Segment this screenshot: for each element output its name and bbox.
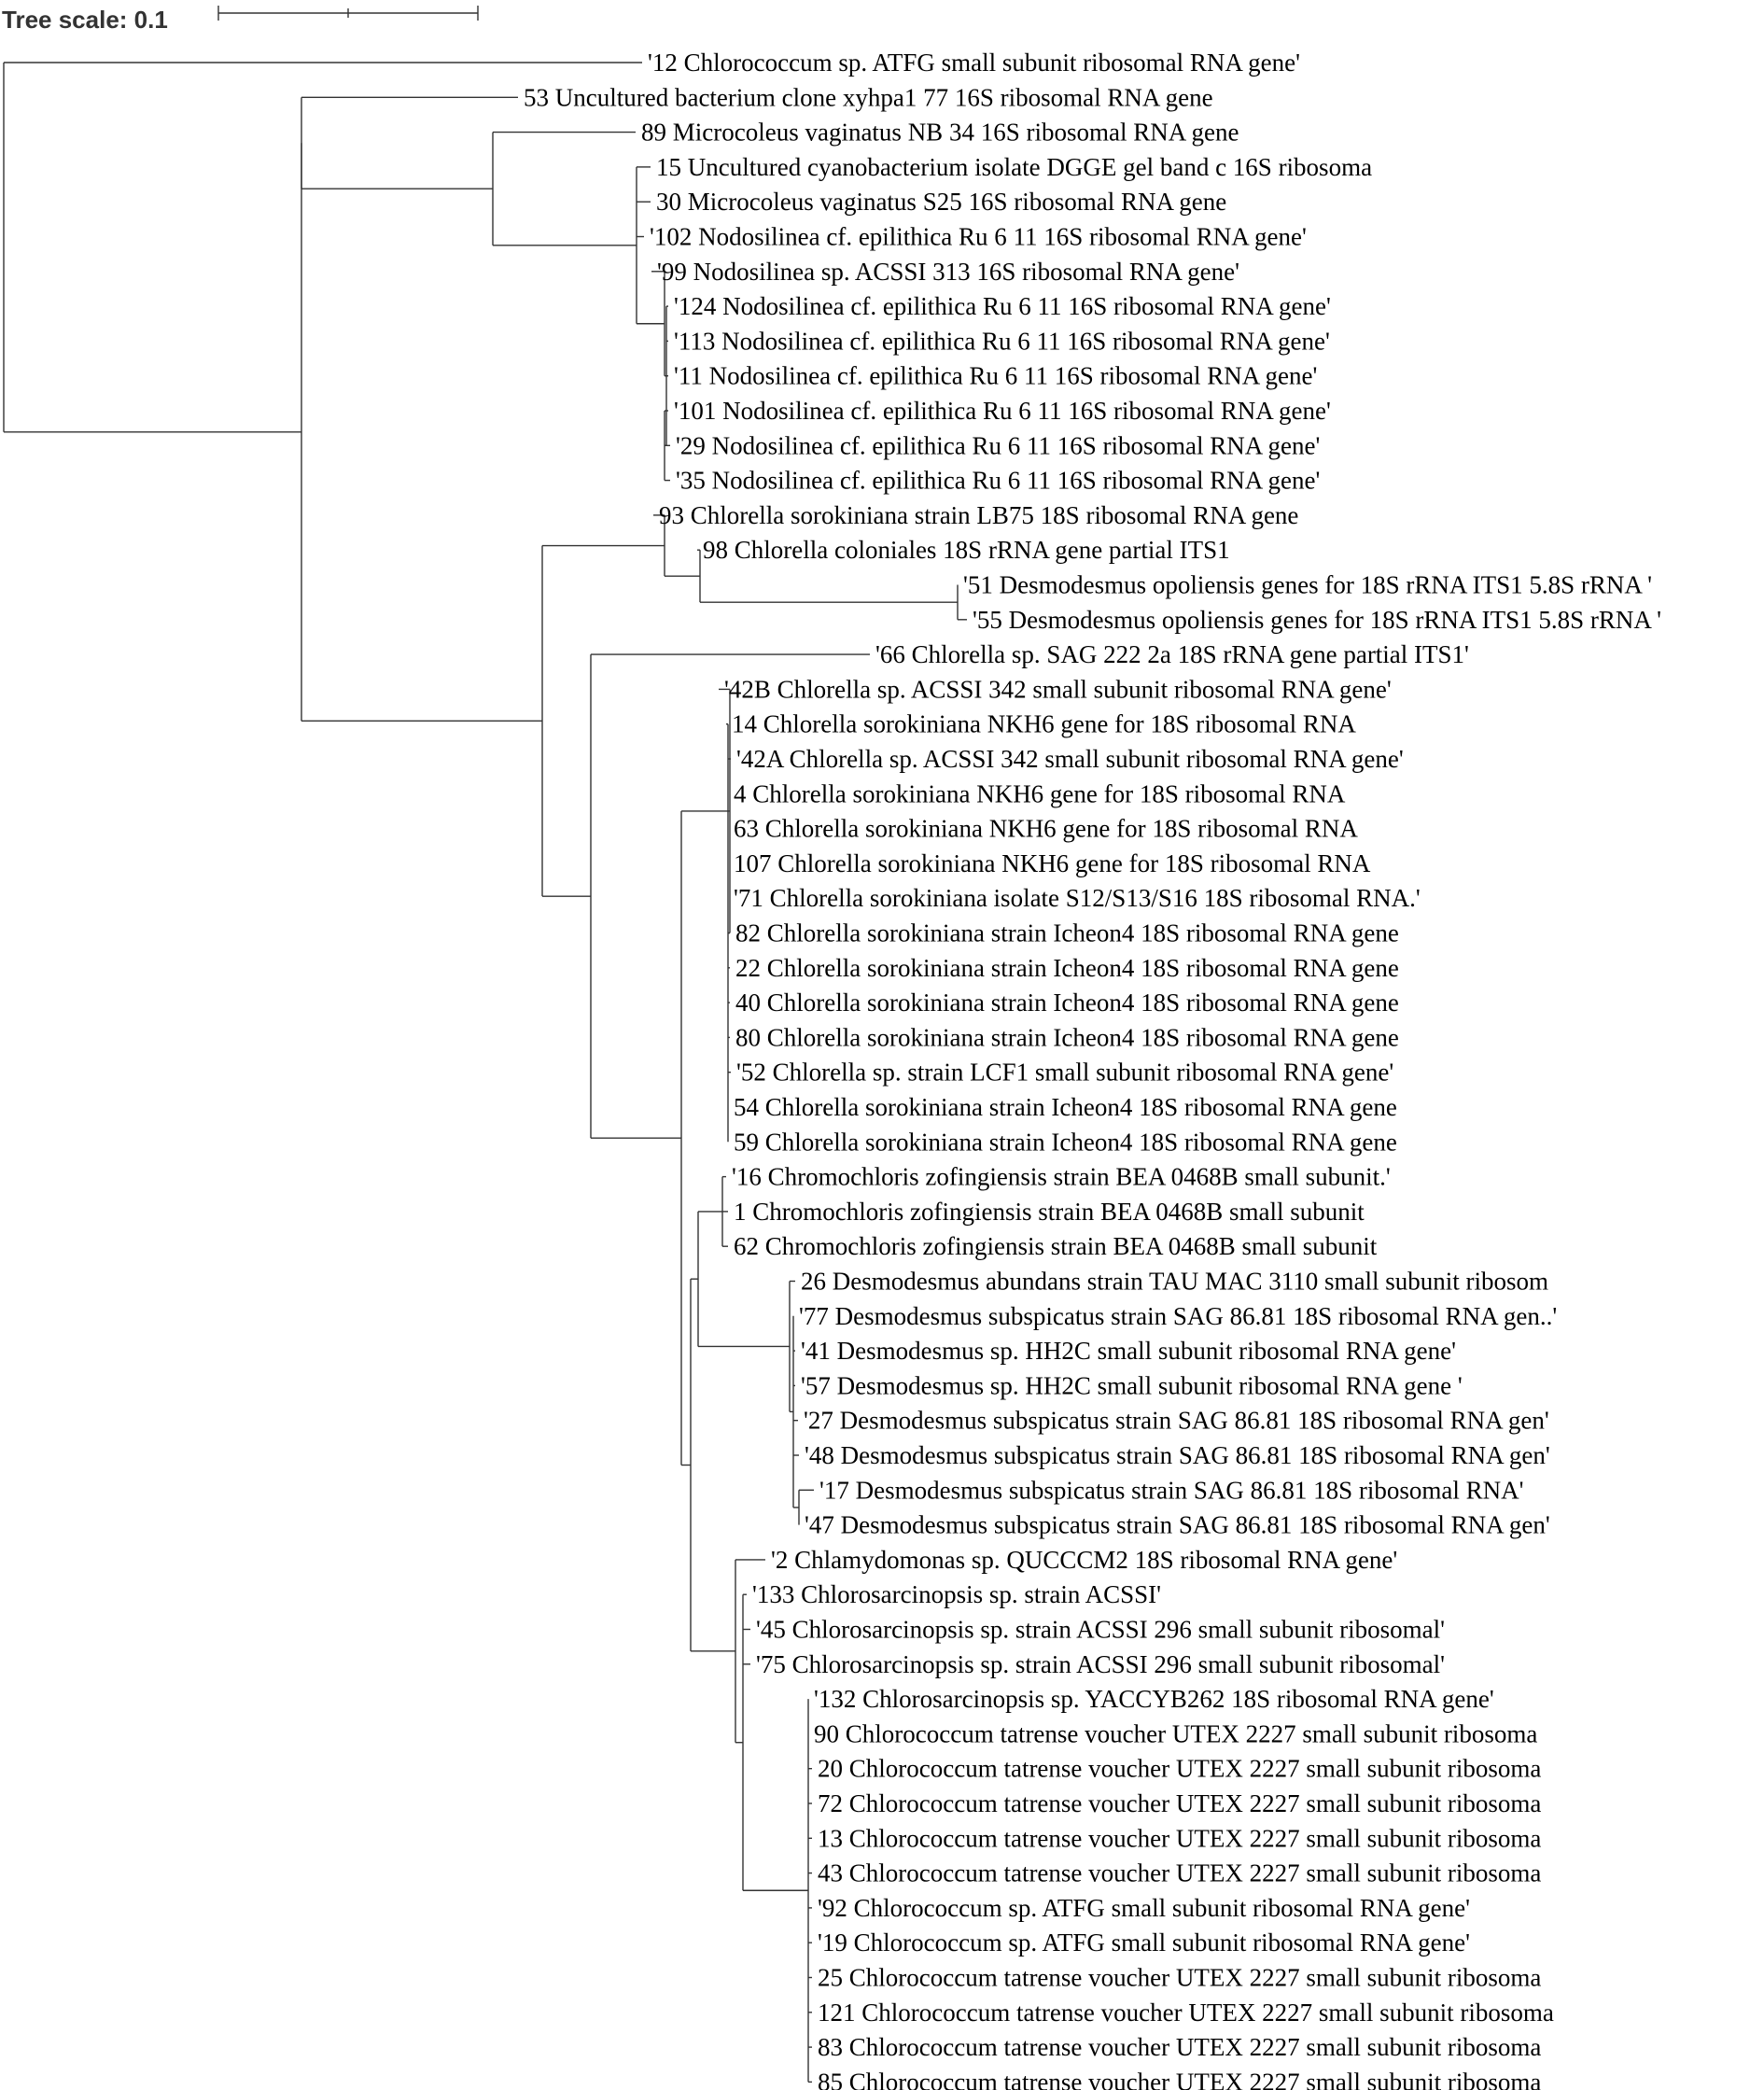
leaf-label: '132 Chlorosarcinopsis sp. YACCYB262 18S… [814, 1685, 1494, 1713]
leaf-label: '71 Chlorella sorokiniana isolate S12/S1… [734, 884, 1421, 912]
leaf-label: '52 Chlorella sp. strain LCF1 small subu… [736, 1059, 1393, 1087]
leaf-label: '77 Desmodesmus subspicatus strain SAG 8… [799, 1302, 1557, 1330]
leaf-label: 82 Chlorella sorokiniana strain Icheon4 … [735, 919, 1399, 947]
leaf-label: '99 Nodosilinea sp. ACSSI 313 16S riboso… [657, 258, 1239, 286]
leaf-label: 54 Chlorella sorokiniana strain Icheon4 … [734, 1093, 1397, 1121]
tree-scale-label: Tree scale: 0.1 [2, 6, 168, 34]
leaf-label: 22 Chlorella sorokiniana strain Icheon4 … [735, 954, 1399, 982]
leaf-label: '42A Chlorella sp. ACSSI 342 small subun… [736, 745, 1404, 773]
leaf-label: '47 Desmodesmus subspicatus strain SAG 8… [805, 1511, 1550, 1539]
tree-scale-bar [217, 6, 479, 21]
leaf-label: '35 Nodosilinea cf. epilithica Ru 6 11 1… [676, 467, 1320, 495]
leaf-label: '124 Nodosilinea cf. epilithica Ru 6 11 … [674, 292, 1331, 320]
leaf-label: 59 Chlorella sorokiniana strain Icheon4 … [734, 1128, 1397, 1156]
leaf-label: '42B Chlorella sp. ACSSI 342 small subun… [724, 675, 1392, 703]
leaf-label: 40 Chlorella sorokiniana strain Icheon4 … [735, 989, 1399, 1017]
leaf-label: 30 Microcoleus vaginatus S25 16S ribosom… [656, 188, 1226, 216]
leaf-label: '102 Nodosilinea cf. epilithica Ru 6 11 … [650, 223, 1307, 251]
leaf-label: 13 Chlorococcum tatrense voucher UTEX 22… [818, 1824, 1541, 1852]
leaf-label: 43 Chlorococcum tatrense voucher UTEX 22… [818, 1859, 1541, 1887]
leaf-label: '27 Desmodesmus subspicatus strain SAG 8… [804, 1407, 1549, 1435]
leaf-labels: '12 Chlorococcum sp. ATFG small subunit … [524, 49, 1661, 2090]
leaf-label: 63 Chlorella sorokiniana NKH6 gene for 1… [734, 815, 1358, 843]
leaf-label: '51 Desmodesmus opoliensis genes for 18S… [963, 571, 1652, 599]
leaf-label: 83 Chlorococcum tatrense voucher UTEX 22… [818, 2033, 1541, 2061]
leaf-label: '2 Chlamydomonas sp. QUCCCM2 18S ribosom… [771, 1546, 1397, 1574]
leaf-label: 25 Chlorococcum tatrense voucher UTEX 22… [818, 1964, 1541, 1992]
leaf-label: '45 Chlorosarcinopsis sp. strain ACSSI 2… [756, 1616, 1445, 1644]
leaf-label: '16 Chromochloris zofingiensis strain BE… [732, 1163, 1391, 1191]
leaf-label: 121 Chlorococcum tatrense voucher UTEX 2… [818, 1999, 1554, 2027]
leaf-label: 62 Chromochloris zofingiensis strain BEA… [734, 1232, 1378, 1260]
leaf-label: '12 Chlorococcum sp. ATFG small subunit … [648, 49, 1300, 77]
tree-branches [3, 62, 967, 2083]
leaf-label: 107 Chlorella sorokiniana NKH6 gene for … [734, 849, 1371, 877]
leaf-label: '55 Desmodesmus opoliensis genes for 18S… [973, 606, 1661, 634]
leaf-label: '29 Nodosilinea cf. epilithica Ru 6 11 1… [676, 431, 1320, 459]
leaf-label: 4 Chlorella sorokiniana NKH6 gene for 18… [734, 779, 1346, 807]
leaf-label: '41 Desmodesmus sp. HH2C small subunit r… [801, 1337, 1456, 1365]
leaf-label: 85 Chlorococcum tatrense voucher UTEX 22… [818, 2068, 1541, 2090]
leaf-label: 93 Chlorella sorokiniana strain LB75 18S… [659, 501, 1298, 529]
leaf-label: '66 Chlorella sp. SAG 222 2a 18S rRNA ge… [875, 640, 1469, 668]
leaf-label: '48 Desmodesmus subspicatus strain SAG 8… [805, 1441, 1550, 1469]
leaf-label: 20 Chlorococcum tatrense voucher UTEX 22… [818, 1755, 1541, 1783]
leaf-label: 80 Chlorella sorokiniana strain Icheon4 … [735, 1023, 1399, 1051]
leaf-label: 89 Microcoleus vaginatus NB 34 16S ribos… [641, 119, 1239, 147]
leaf-label: 90 Chlorococcum tatrense voucher UTEX 22… [814, 1719, 1537, 1747]
leaf-label: '19 Chlorococcum sp. ATFG small subunit … [818, 1929, 1470, 1957]
leaf-label: '11 Nodosilinea cf. epilithica Ru 6 11 1… [674, 362, 1317, 390]
leaf-label: '75 Chlorosarcinopsis sp. strain ACSSI 2… [756, 1650, 1445, 1678]
leaf-label: 14 Chlorella sorokiniana NKH6 gene for 1… [732, 710, 1356, 738]
leaf-label: 15 Uncultured cyanobacterium isolate DGG… [656, 153, 1372, 181]
leaf-label: 72 Chlorococcum tatrense voucher UTEX 22… [818, 1789, 1541, 1817]
leaf-label: 98 Chlorella coloniales 18S rRNA gene pa… [703, 536, 1230, 564]
leaf-label: '92 Chlorococcum sp. ATFG small subunit … [818, 1894, 1470, 1922]
leaf-label: '57 Desmodesmus sp. HH2C small subunit r… [801, 1371, 1463, 1399]
leaf-label: '133 Chlorosarcinopsis sp. strain ACSSI' [752, 1580, 1161, 1608]
leaf-label: 26 Desmodesmus abundans strain TAU MAC 3… [801, 1268, 1548, 1296]
leaf-label: 1 Chromochloris zofingiensis strain BEA … [734, 1198, 1365, 1226]
leaf-label: '17 Desmodesmus subspicatus strain SAG 8… [819, 1476, 1523, 1504]
leaf-label: 53 Uncultured bacterium clone xyhpa1 77 … [524, 83, 1213, 111]
leaf-label: '101 Nodosilinea cf. epilithica Ru 6 11 … [674, 397, 1331, 425]
leaf-label: '113 Nodosilinea cf. epilithica Ru 6 11 … [674, 327, 1330, 355]
